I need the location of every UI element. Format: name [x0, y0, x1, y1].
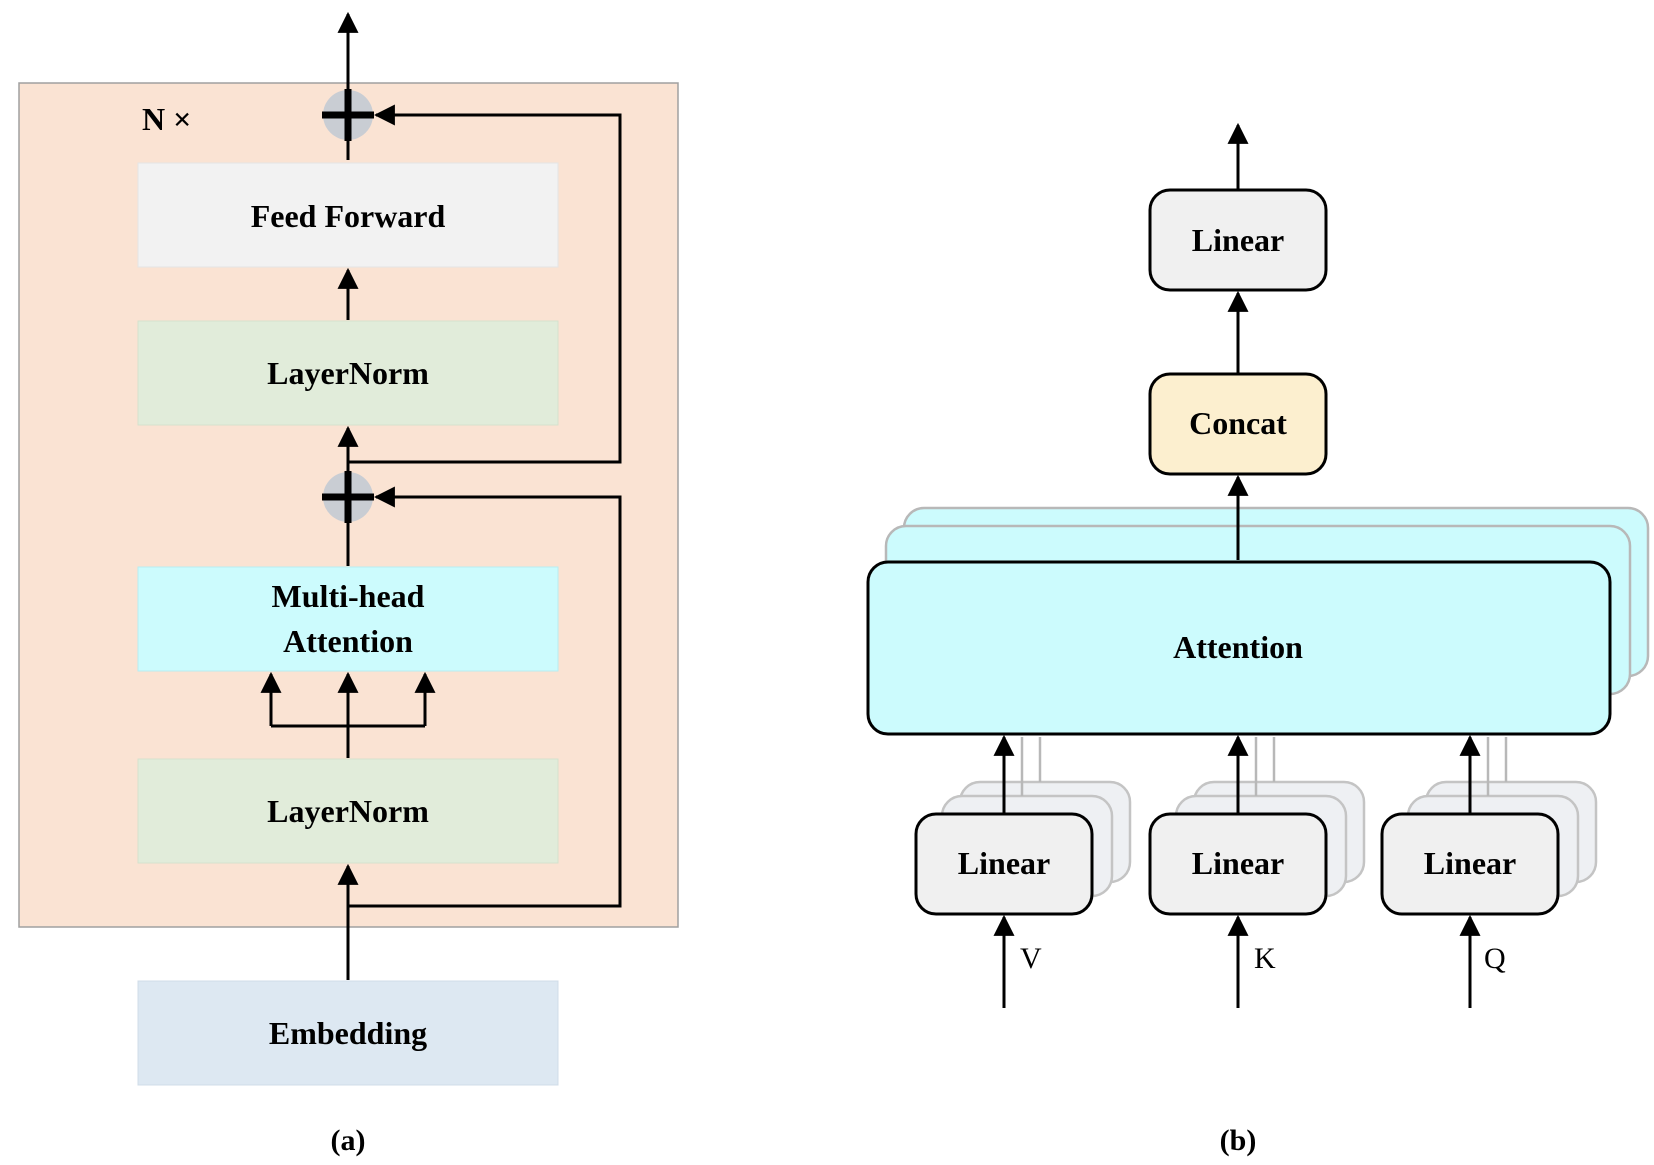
linear-k-label: Linear: [1192, 845, 1284, 881]
input-q-label: Q: [1484, 942, 1506, 975]
add-node-middle: [322, 471, 374, 523]
input-v-label: V: [1020, 942, 1042, 975]
add-node-top: [322, 89, 374, 141]
layernorm-top-label: LayerNorm: [267, 355, 429, 391]
input-k-label: K: [1254, 942, 1276, 975]
linear-q-label: Linear: [1424, 845, 1516, 881]
linear-v-label: Linear: [958, 845, 1050, 881]
repeat-label: N ×: [142, 101, 191, 137]
layernorm-bottom-block: [137, 758, 559, 864]
embedding-label: Embedding: [269, 1015, 427, 1051]
linear-v-block: [914, 812, 1094, 916]
concat-block: [1148, 372, 1328, 476]
linear-k-block: [1148, 812, 1328, 916]
linear-k-group: Linear K: [1148, 734, 1366, 1008]
panel-b: Linear Concat Attention Linear V: [866, 122, 1650, 1157]
layernorm-bottom-label: LayerNorm: [267, 793, 429, 829]
feed-forward-label: Feed Forward: [251, 198, 446, 234]
caption-a: (a): [331, 1124, 366, 1157]
linear-q-group: Linear Q: [1380, 734, 1598, 1008]
feed-forward-block: [137, 162, 559, 268]
linear-v-group: Linear V: [914, 734, 1132, 1008]
multihead-label-line1: Multi-head: [272, 578, 425, 614]
embedding-block: [137, 980, 559, 1086]
layernorm-top-block: [137, 320, 559, 426]
linear-top-block: [1148, 188, 1328, 292]
linear-top-label: Linear: [1192, 222, 1284, 258]
attention-label: Attention: [1173, 629, 1303, 665]
linear-q-block: [1380, 812, 1560, 916]
multihead-label-line2: Attention: [283, 623, 413, 659]
concat-label: Concat: [1189, 405, 1287, 441]
caption-b: (b): [1220, 1124, 1257, 1157]
panel-a: N × Feed Forward LayerNorm: [18, 11, 679, 1157]
multihead-attention-block: [137, 566, 559, 672]
attention-block: [866, 560, 1612, 736]
